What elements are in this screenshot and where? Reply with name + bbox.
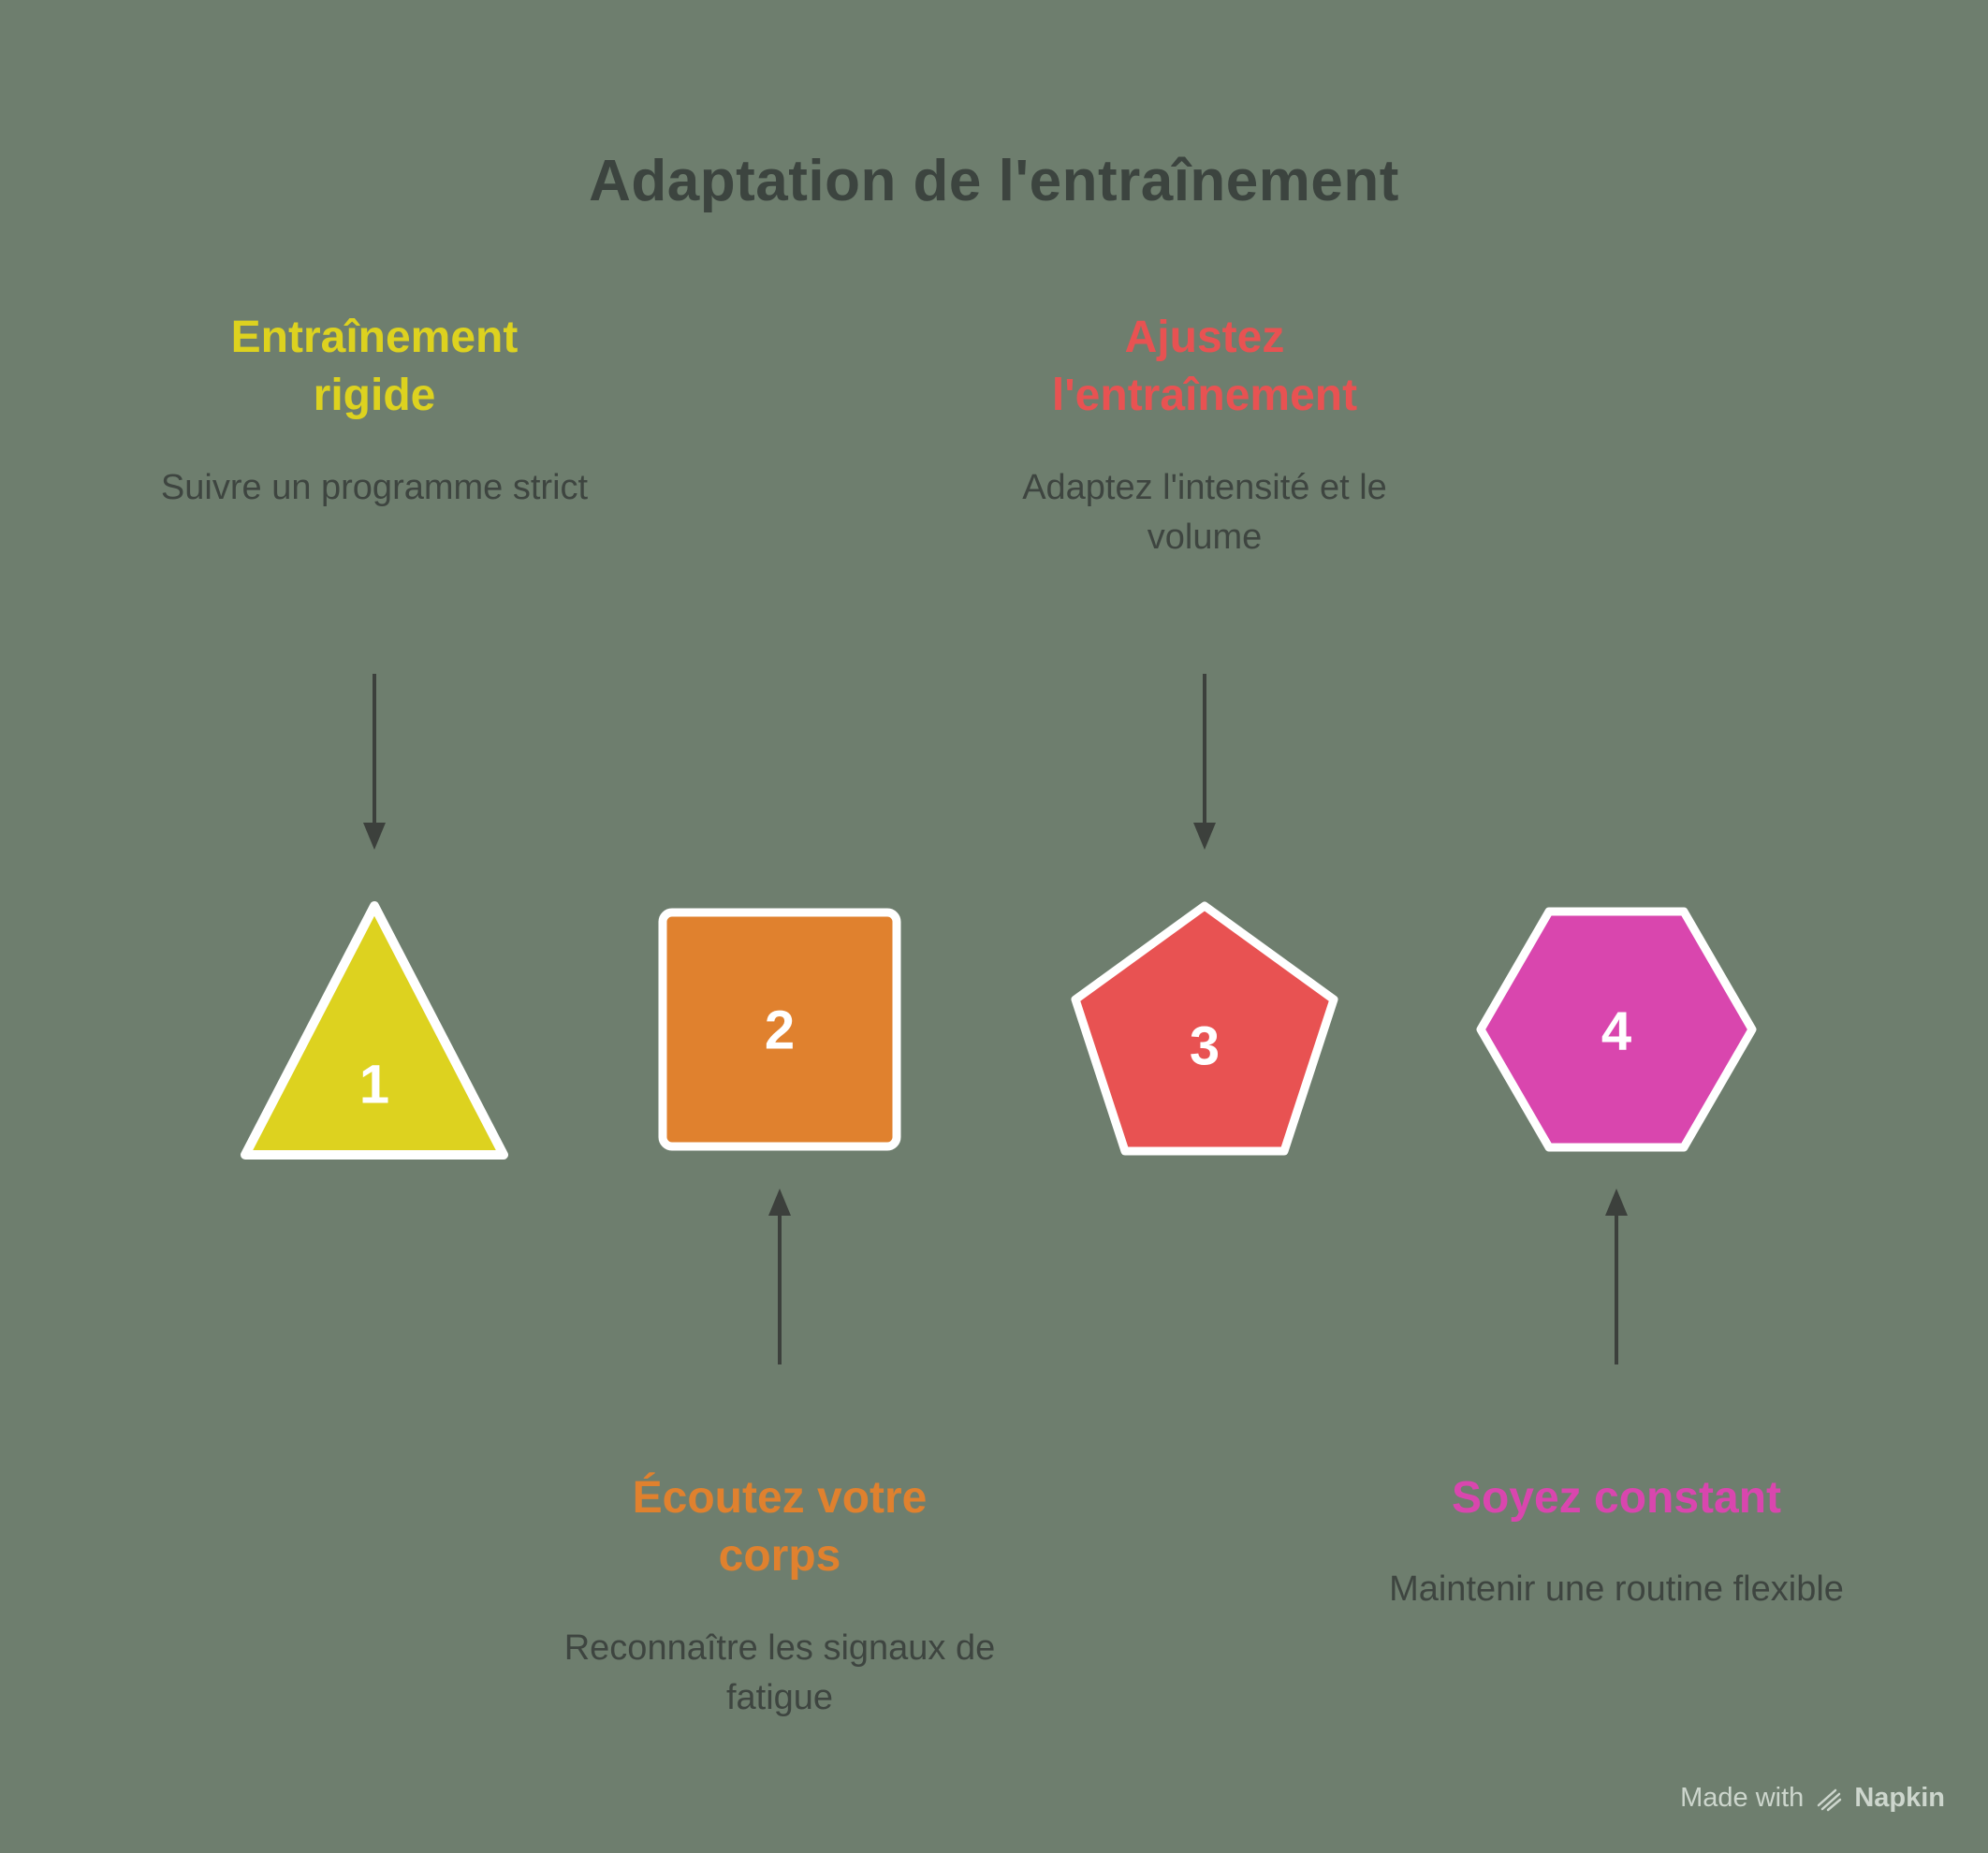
step-1-label: Entraînement rigide Suivre un programme … xyxy=(112,309,636,513)
step-3-heading: Ajustez l'entraînement xyxy=(1051,313,1358,421)
arrow-up-icon xyxy=(1605,1189,1628,1364)
diagram-title: Adaptation de l'entraînement xyxy=(589,149,1399,213)
step-1-number: 1 xyxy=(359,1055,389,1116)
step-1-heading: Entraînement rigide xyxy=(230,313,519,421)
napkin-brand-text: Napkin xyxy=(1854,1783,1945,1813)
step-2-description: Reconnaître les signaux de fatigue xyxy=(563,1627,996,1717)
square-shape: 2 xyxy=(658,908,901,1151)
arrow-down-icon xyxy=(1193,674,1216,850)
step-1-shape-wrap: 1 xyxy=(112,884,636,1175)
napkin-logo-icon xyxy=(1818,1788,1842,1811)
step-4-heading: Soyez constant xyxy=(1451,1473,1782,1523)
step-2-shape-wrap: 2 xyxy=(518,884,1042,1175)
made-with-text: Made with xyxy=(1680,1783,1805,1813)
step-1-column: Entraînement rigide Suivre un programme … xyxy=(112,0,636,1853)
step-2-column: 2 Écoutez votre corps Reconnaître les si… xyxy=(518,0,1042,1853)
step-3-description: Adaptez l'intensité et le volume xyxy=(1022,467,1387,557)
step-4-number: 4 xyxy=(1601,1001,1631,1062)
step-4-description: Maintenir une routine flexible xyxy=(1389,1569,1844,1610)
step-2-label: Écoutez votre corps Reconnaître les sign… xyxy=(518,1469,1042,1723)
arrow-down-icon xyxy=(363,674,386,850)
step-3-column: Ajustez l'entraînement Adaptez l'intensi… xyxy=(943,0,1467,1853)
step-2-heading: Écoutez votre corps xyxy=(632,1473,928,1582)
step-4-column: 4 Soyez constant Maintenir une routine f… xyxy=(1354,0,1878,1853)
step-3-shape-wrap: 3 xyxy=(943,884,1467,1175)
step-3-label: Ajustez l'entraînement Adaptez l'intensi… xyxy=(943,309,1467,562)
step-2-number: 2 xyxy=(765,1000,795,1061)
triangle-shape: 1 xyxy=(241,901,508,1160)
pentagon-shape: 3 xyxy=(1071,901,1338,1155)
step-3-number: 3 xyxy=(1190,1015,1220,1076)
hexagon-shape: 4 xyxy=(1476,907,1757,1152)
step-1-description: Suivre un programme strict xyxy=(160,467,589,507)
step-4-shape-wrap: 4 xyxy=(1354,884,1878,1175)
made-with-napkin-badge: Made with Napkin xyxy=(1680,1783,1945,1814)
arrow-up-icon xyxy=(768,1189,791,1364)
step-4-label: Soyez constant Maintenir une routine fle… xyxy=(1354,1469,1878,1615)
